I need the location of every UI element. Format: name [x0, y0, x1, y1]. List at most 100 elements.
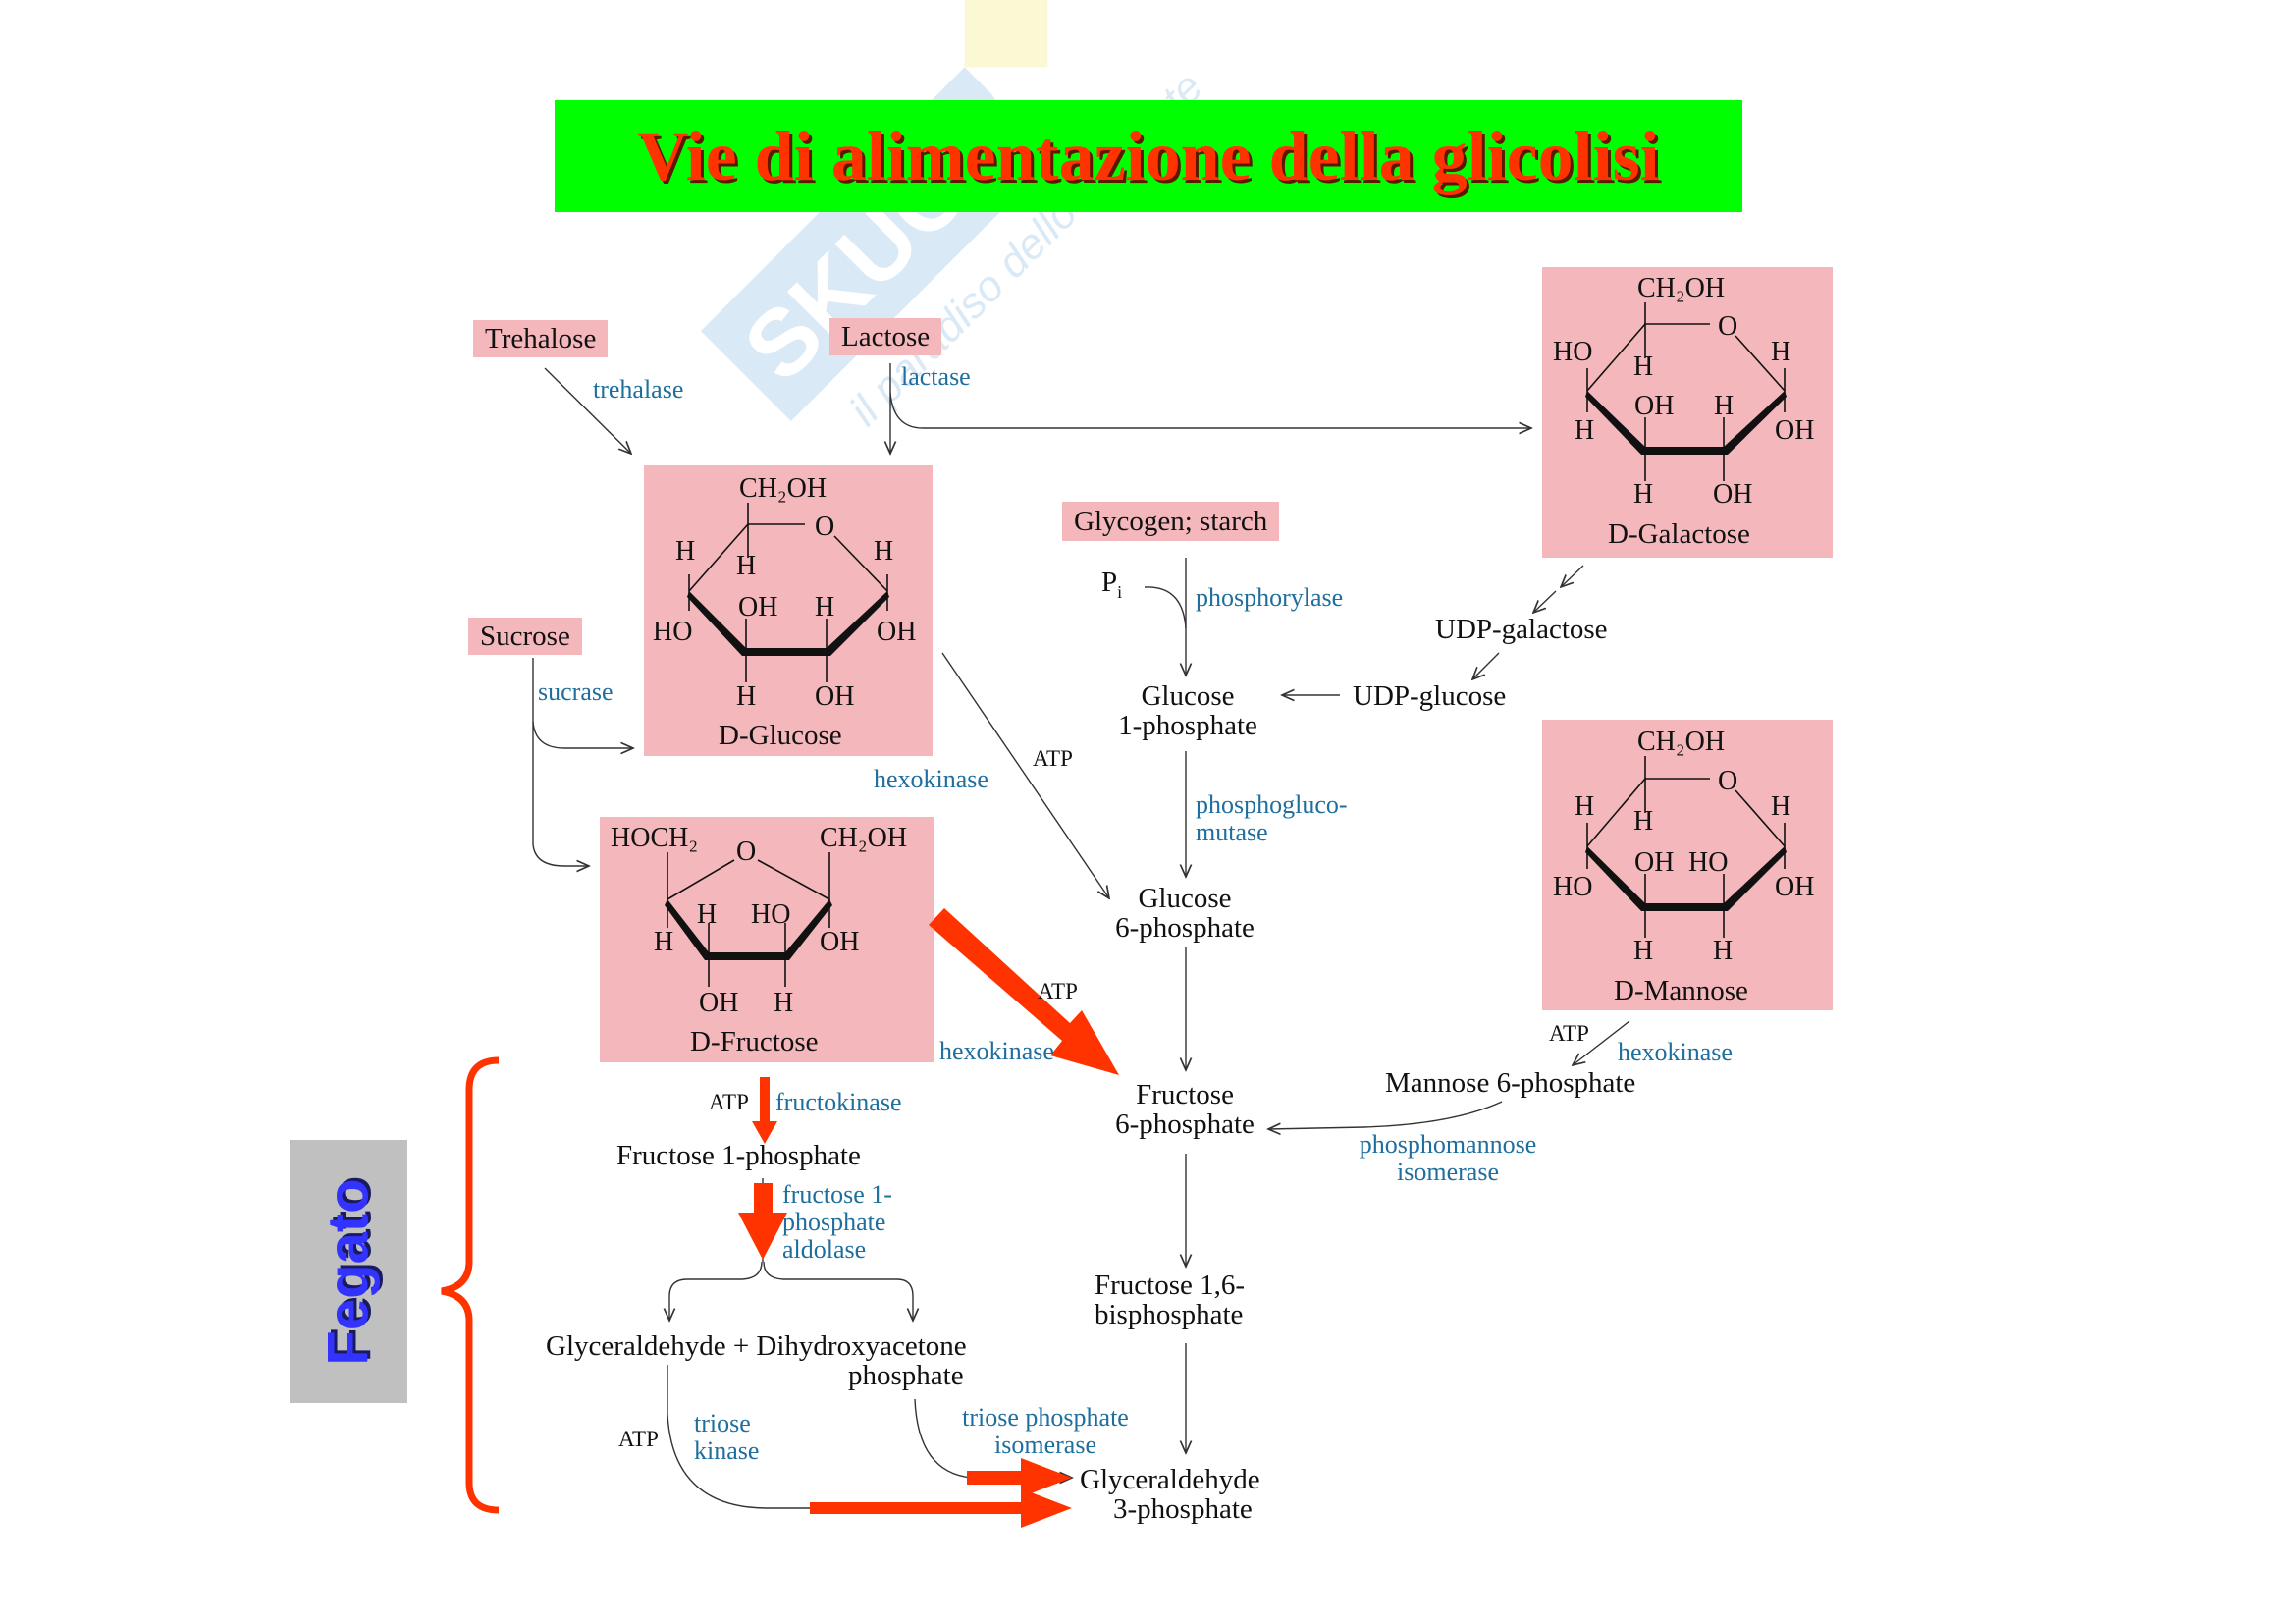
- fructose-ch2oh: CH₂OH: [820, 823, 907, 853]
- triose-kinase-line2: kinase: [694, 1436, 760, 1466]
- fructose-name: D-Fructose: [690, 1026, 818, 1057]
- g1p-line1: Glucose: [1141, 680, 1235, 712]
- mannose-ring-o: O: [1718, 766, 1737, 796]
- enzyme-fructokinase: fructokinase: [775, 1088, 902, 1116]
- fructose-1-phosphate-label: Fructose 1-phosphate: [616, 1140, 861, 1171]
- svg-text:OH: OH: [738, 592, 777, 622]
- svg-text:H: H: [654, 927, 673, 957]
- enzyme-trehalase: trehalase: [593, 375, 684, 404]
- mannose-ch2oh: CH₂OH: [1637, 727, 1725, 757]
- svg-text:OH: OH: [1775, 415, 1814, 446]
- arrow-glucose-g6p: [941, 652, 1109, 898]
- gap-line1: Glyceraldehyde: [1080, 1464, 1260, 1495]
- svg-text:HO: HO: [1553, 872, 1592, 902]
- enzyme-f1p-aldolase: fructose 1- phosphate aldolase: [782, 1180, 892, 1265]
- enzyme-lactase: lactase: [901, 362, 971, 391]
- svg-text:H: H: [774, 988, 793, 1018]
- enzyme-phosphomannose-isomerase: phosphomannose isomerase: [1335, 1130, 1561, 1187]
- svg-text:H: H: [1633, 479, 1653, 510]
- svg-text:OH: OH: [1713, 479, 1752, 510]
- galactose-ring-o: O: [1718, 311, 1737, 342]
- svg-text:OH: OH: [815, 681, 854, 712]
- svg-text:H: H: [736, 551, 756, 581]
- tpi-line1: triose phosphate: [962, 1403, 1129, 1432]
- atp-label-mannose: ATP: [1549, 1021, 1589, 1046]
- aldolase-line2: phosphate: [782, 1208, 886, 1237]
- f16bp-line2: bisphosphate: [1095, 1299, 1244, 1331]
- arrow-galactose-step2: [1533, 590, 1557, 613]
- aldolase-line1: fructose 1-: [782, 1180, 892, 1209]
- g6p-line2: 6-phosphate: [1115, 912, 1255, 945]
- arrow-galactose-step1: [1561, 565, 1584, 587]
- arrow-m6p-f6p: [1268, 1101, 1503, 1129]
- arrow-aldolase-glyceraldehyde: [669, 1261, 763, 1321]
- enzyme-triose-kinase: triose kinase: [694, 1409, 760, 1466]
- svg-text:H: H: [736, 681, 756, 712]
- arrow-lactose-galactose: [889, 392, 1531, 428]
- glucose-ch2oh: CH₂OH: [739, 473, 827, 504]
- enzyme-triose-phosphate-isomerase: triose phosphate isomerase: [937, 1403, 1153, 1460]
- red-arrow-fructokinase: [752, 1077, 777, 1144]
- tpi-line2: isomerase: [994, 1431, 1096, 1460]
- gap-line2: 3-phosphate: [1113, 1493, 1253, 1526]
- enzyme-hexokinase-mannose: hexokinase: [1618, 1038, 1733, 1066]
- svg-text:OH: OH: [1634, 391, 1674, 421]
- svg-text:OH: OH: [699, 988, 738, 1018]
- arrow-mannose-m6p: [1573, 1020, 1630, 1065]
- fructose-box: [600, 817, 934, 1062]
- svg-text:H: H: [1633, 936, 1653, 966]
- enzyme-phosphoglucomutase: phosphogluco- mutase: [1196, 790, 1348, 847]
- glucose-name: D-Glucose: [719, 720, 842, 751]
- galactose-ch2oh: CH₂OH: [1637, 273, 1725, 303]
- trehalose-box: Trehalose: [473, 320, 609, 358]
- svg-text:H: H: [697, 899, 717, 930]
- lactose-box: Lactose: [829, 318, 942, 356]
- enzyme-hexokinase-glucose: hexokinase: [874, 765, 988, 793]
- glucose-ring-o: O: [815, 512, 834, 542]
- pmi-line1: phosphomannose: [1359, 1130, 1537, 1159]
- svg-text:OH: OH: [820, 927, 859, 957]
- glucose-1-phosphate-label: Glucose 1-phosphate: [1099, 681, 1276, 741]
- fructose-6-phosphate-label: Fructose 6-phosphate: [1096, 1080, 1273, 1140]
- svg-text:HO: HO: [653, 617, 692, 647]
- svg-text:H: H: [1771, 337, 1790, 367]
- fegato-brace: [441, 1056, 500, 1514]
- glucose-6-phosphate-label: Glucose 6-phosphate: [1096, 884, 1273, 944]
- glyceraldehyde-dhap-line2: phosphate: [848, 1360, 964, 1392]
- svg-text:H: H: [675, 536, 695, 567]
- svg-text:HO: HO: [751, 899, 790, 930]
- triose-kinase-line1: triose: [694, 1409, 751, 1437]
- enzyme-hexokinase-fructose: hexokinase: [939, 1037, 1054, 1065]
- fructose-16-bisphosphate-label: Fructose 1,6- bisphosphate: [1095, 1271, 1245, 1330]
- glucose-structure: CH₂OH O H H H HO OH H OH H OH D-Glucose: [653, 473, 916, 751]
- atp-label-fructose: ATP: [1038, 979, 1078, 1003]
- arrow-aldolase-dhap: [763, 1261, 913, 1321]
- pi-symbol: P: [1101, 567, 1118, 598]
- svg-text:OH: OH: [1634, 847, 1674, 878]
- g6p-line1: Glucose: [1138, 883, 1232, 914]
- galactose-name: D-Galactose: [1608, 518, 1750, 550]
- g1p-line2: 1-phosphate: [1118, 710, 1257, 742]
- svg-text:H: H: [1771, 791, 1790, 822]
- svg-text:H: H: [1713, 936, 1733, 966]
- enzyme-phosphorylase: phosphorylase: [1196, 583, 1344, 612]
- pgm-line2: mutase: [1196, 818, 1268, 847]
- svg-text:HO: HO: [1688, 847, 1728, 878]
- mannose-structure: CH₂OH O H H H HO OH HO OH H H D-Mannose: [1553, 727, 1814, 1006]
- arrow-glyceraldehyde-gap: [667, 1365, 1055, 1508]
- pmi-line2: isomerase: [1397, 1158, 1499, 1187]
- pgm-line1: phosphogluco-: [1196, 790, 1348, 819]
- glyceraldehyde-dhap-label: Glyceraldehyde + Dihydroxyacetone phosph…: [546, 1331, 967, 1391]
- red-arrow-tpi: [967, 1458, 1072, 1497]
- fructose-hoch2: HOCH₂: [611, 823, 698, 853]
- atp-label-triose-kinase: ATP: [618, 1427, 659, 1451]
- glyceraldehyde-3-phosphate-label: Glyceraldehyde 3-phosphate: [1080, 1465, 1260, 1525]
- svg-text:H: H: [1633, 352, 1653, 382]
- red-arrow-triose-kinase: [810, 1488, 1072, 1528]
- pi-label: Pi: [1101, 568, 1122, 602]
- watermark-diamond: [964, 0, 1048, 68]
- fegato-label-box: [290, 1140, 407, 1403]
- aldolase-line3: aldolase: [782, 1235, 867, 1265]
- f16bp-line1: Fructose 1,6-: [1095, 1270, 1246, 1301]
